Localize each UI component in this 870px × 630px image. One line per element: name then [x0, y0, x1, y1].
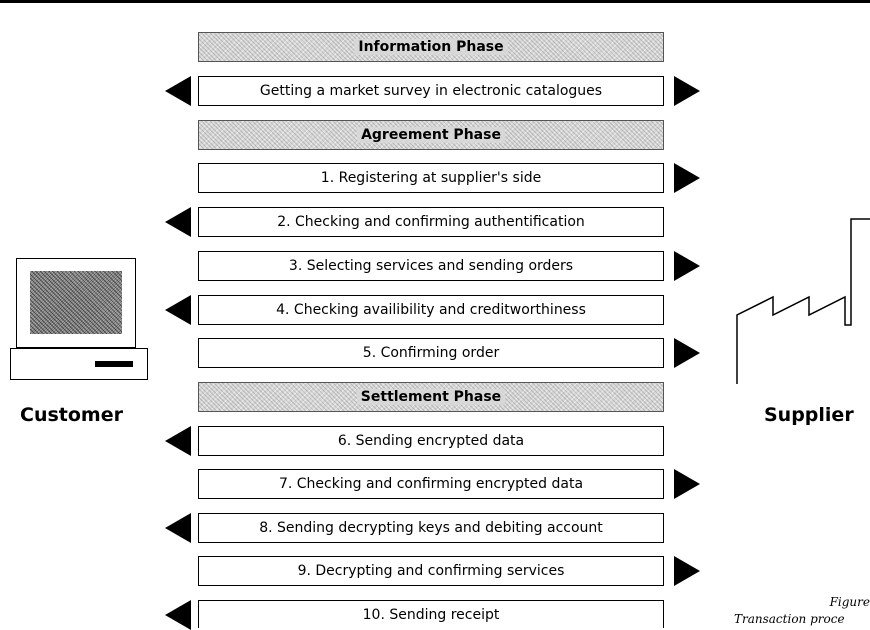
arrow-left-icon [165, 207, 191, 237]
computer-base [10, 348, 148, 380]
step-3-label: 3. Selecting services and sending orders [288, 258, 574, 274]
top-rule [0, 0, 870, 3]
arrow-left-icon [165, 600, 191, 630]
step-2-label: 2. Checking and confirming authentificat… [277, 214, 585, 230]
computer-icon [10, 258, 150, 384]
arrow-left-icon [165, 295, 191, 325]
step-3: 3. Selecting services and sending orders [198, 251, 664, 281]
step-survey: Getting a market survey in electronic ca… [198, 76, 664, 106]
step-10: 10. Sending receipt [198, 600, 664, 628]
step-4-label: 4. Checking availibility and creditworth… [276, 302, 586, 318]
information-phase-label: Information Phase [354, 39, 508, 55]
arrow-right-icon [674, 76, 700, 106]
step-6-label: 6. Sending encrypted data [337, 433, 525, 449]
arrow-right-icon [674, 338, 700, 368]
factory-icon [736, 218, 870, 384]
step-1: 1. Registering at supplier's side [198, 163, 664, 193]
step-7: 7. Checking and confirming encrypted dat… [198, 469, 664, 499]
step-5-label: 5. Confirming order [362, 345, 500, 361]
monitor-screen [30, 271, 122, 334]
figure-caption: Figure Transaction proce [700, 594, 870, 628]
step-9-label: 9. Decrypting and confirming services [297, 563, 565, 579]
arrow-right-icon [674, 469, 700, 499]
disk-drive [95, 361, 133, 367]
monitor [16, 258, 136, 348]
step-survey-label: Getting a market survey in electronic ca… [259, 83, 603, 99]
step-4: 4. Checking availibility and creditworth… [198, 295, 664, 325]
arrow-right-icon [674, 163, 700, 193]
supplier-label: Supplier [764, 404, 854, 426]
step-9: 9. Decrypting and confirming services [198, 556, 664, 586]
step-8-label: 8. Sending decrypting keys and debiting … [259, 520, 603, 536]
step-7-label: 7. Checking and confirming encrypted dat… [278, 476, 584, 492]
step-6: 6. Sending encrypted data [198, 426, 664, 456]
arrow-right-icon [674, 556, 700, 586]
step-10-label: 10. Sending receipt [362, 606, 500, 623]
arrow-left-icon [165, 76, 191, 106]
customer-label: Customer [20, 404, 123, 426]
step-2: 2. Checking and confirming authentificat… [198, 207, 664, 237]
caption-line-1: Figure [829, 595, 870, 609]
information-phase-bar: Information Phase [198, 32, 664, 62]
step-5: 5. Confirming order [198, 338, 664, 368]
caption-line-2: Transaction proce [734, 612, 845, 626]
step-1-label: 1. Registering at supplier's side [320, 170, 542, 186]
arrow-right-icon [674, 251, 700, 281]
step-8: 8. Sending decrypting keys and debiting … [198, 513, 664, 543]
settlement-phase-bar: Settlement Phase [198, 382, 664, 412]
arrow-left-icon [165, 513, 191, 543]
agreement-phase-bar: Agreement Phase [198, 120, 664, 150]
settlement-phase-label: Settlement Phase [356, 389, 506, 405]
arrow-left-icon [165, 426, 191, 456]
agreement-phase-label: Agreement Phase [357, 127, 505, 143]
